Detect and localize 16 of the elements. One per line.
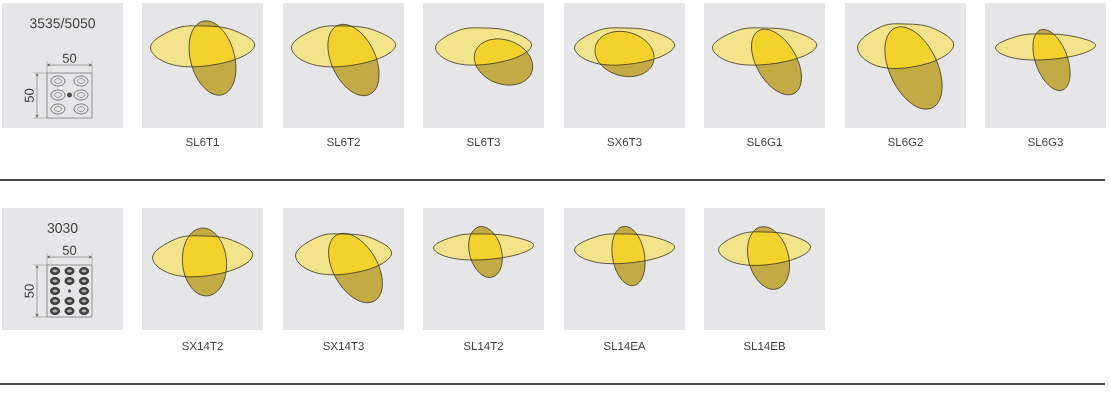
node-label: SL14EB bbox=[743, 341, 785, 351]
node-label: SL6T2 bbox=[327, 137, 360, 147]
node-label: SL6G3 bbox=[1028, 137, 1063, 147]
dimension-label: 50 bbox=[24, 88, 34, 103]
dimension-label: 50 bbox=[62, 53, 77, 63]
node-label: SL6T3 bbox=[467, 137, 500, 147]
dimension-label: 50 bbox=[62, 245, 77, 255]
node-label: SL14T2 bbox=[463, 341, 504, 351]
node-label: SL14EA bbox=[603, 341, 646, 351]
node-label: SL6G2 bbox=[888, 137, 923, 147]
node-label: SX14T3 bbox=[323, 341, 364, 351]
dimension-label: 50 bbox=[24, 284, 34, 298]
node-label: SX6T3 bbox=[607, 137, 642, 147]
node-label: SL6T1 bbox=[186, 137, 219, 147]
node-label: SL6G1 bbox=[747, 137, 782, 147]
node-label: SX14T2 bbox=[182, 341, 223, 351]
